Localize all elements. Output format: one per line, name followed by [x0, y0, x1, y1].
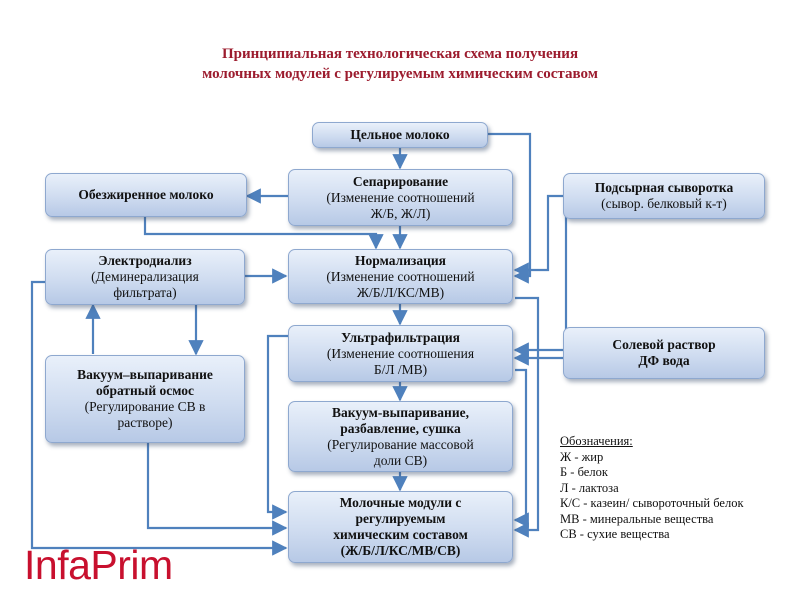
- box-ultrafiltration: Ультрафильтрация (Изменение соотношения …: [288, 325, 513, 382]
- box-whole-milk-label: Цельное молоко: [350, 127, 450, 142]
- legend-item: Л - лактоза: [560, 480, 619, 495]
- box-vacuum-osmosis: Вакуум–выпаривание обратный осмос (Регул…: [45, 355, 245, 443]
- legend-item: СВ - сухие вещества: [560, 527, 670, 541]
- diagram-title-line-2: молочных модулей с регулируемым химическ…: [202, 66, 598, 82]
- box-electrodialysis-desc-1: (Деминерализация: [91, 269, 199, 284]
- box-cheese-whey-desc: (сывор. белковый к-т): [601, 196, 727, 211]
- box-skim-milk-label: Обезжиренное молоко: [78, 187, 214, 202]
- infaprim-logo-text: InfaPrim: [24, 542, 173, 588]
- box-ultrafiltration-title: Ультрафильтрация: [341, 329, 460, 345]
- box-vacuum-osmosis-desc-1: (Регулирование СВ в: [84, 399, 206, 414]
- arrow-ultrafiltration-to-modules: [513, 368, 529, 528]
- box-separation: Сепарирование (Изменение соотношений Ж/Б…: [288, 169, 513, 226]
- arrow-ultrafiltration-left-to-modules: [266, 334, 288, 520]
- box-electrodialysis-desc-2: фильтрата): [113, 285, 177, 300]
- box-salt-solution-title: Солевой раствор: [612, 337, 716, 352]
- box-ultrafiltration-desc-2: Б/Л /МВ): [373, 361, 428, 377]
- box-normalization-desc-1: (Изменение соотношений: [326, 268, 475, 284]
- box-skim-milk: Обезжиренное молоко: [45, 173, 247, 217]
- box-vacuum-drying-title-2: разбавление, сушка: [340, 420, 461, 436]
- box-vacuum-osmosis-desc-2: растворе): [117, 415, 173, 430]
- box-electrodialysis: Электродиализ (Деминерализация фильтрата…: [45, 249, 245, 305]
- box-cheese-whey: Подсырная сыворотка (сывор. белковый к-т…: [563, 173, 765, 219]
- diagram-title-line-1: Принципиальная технологическая схема пол…: [221, 46, 579, 62]
- box-vacuum-drying-title-1: Вакуум-выпаривание,: [332, 404, 469, 420]
- box-normalization-title: Нормализация: [355, 252, 446, 268]
- legend-item: Ж - жир: [560, 449, 604, 464]
- box-electrodialysis-title: Электродиализ: [98, 253, 192, 268]
- legend-heading: Обозначения:: [560, 434, 633, 448]
- box-separation-desc-1: (Изменение соотношений: [326, 189, 475, 205]
- arrow-skim-to-normalization: [143, 217, 384, 250]
- box-salt-solution: Солевой раствор ДФ вода: [563, 327, 765, 379]
- box-vacuum-drying-desc-2: доли СВ): [373, 452, 428, 468]
- box-whole-milk: Цельное молоко: [312, 122, 488, 148]
- box-separation-desc-2: Ж/Б, Ж/Л): [370, 205, 431, 221]
- box-milk-modules-title-4: (Ж/Б/Л/КС/МВ/СВ): [340, 543, 461, 558]
- arrow-normalization-to-modules: [513, 296, 540, 538]
- box-normalization: Нормализация (Изменение соотношений Ж/Б/…: [288, 249, 513, 304]
- box-ultrafiltration-desc-1: (Изменение соотношения: [326, 345, 475, 361]
- box-milk-modules-title-2: регулируемым: [355, 511, 446, 526]
- box-cheese-whey-title: Подсырная сыворотка: [594, 180, 734, 195]
- legend-item: К/С - казеин/ сывороточный белок: [560, 496, 744, 510]
- box-milk-modules-title-3: химическим составом: [333, 527, 468, 542]
- legend-item: МВ - минеральные вещества: [560, 511, 714, 526]
- arrow-vacuum-osmosis-to-modules: [146, 443, 288, 536]
- box-salt-solution-subtitle: ДФ вода: [638, 353, 690, 368]
- box-vacuum-drying: Вакуум-выпаривание, разбавление, сушка (…: [288, 401, 513, 472]
- box-vacuum-osmosis-title-2: обратный осмос: [95, 383, 194, 398]
- infaprim-logo: InfaPrim: [24, 542, 173, 589]
- legend-item: Б - белок: [560, 465, 608, 479]
- box-vacuum-osmosis-title-1: Вакуум–выпаривание: [77, 367, 213, 382]
- arrow-electrodialysis-to-modules: [30, 280, 288, 556]
- box-milk-modules-title-1: Молочные модули с: [339, 495, 462, 510]
- box-milk-modules: Молочные модули с регулируемым химически…: [288, 491, 513, 563]
- box-separation-title: Сепарирование: [352, 173, 449, 189]
- box-vacuum-drying-desc-1: (Регулирование массовой: [327, 436, 474, 452]
- legend: Обозначения: Ж - жир Б - белок Л - лакто…: [560, 434, 744, 543]
- box-normalization-desc-2: Ж/Б/Л/КС/МВ): [356, 284, 445, 300]
